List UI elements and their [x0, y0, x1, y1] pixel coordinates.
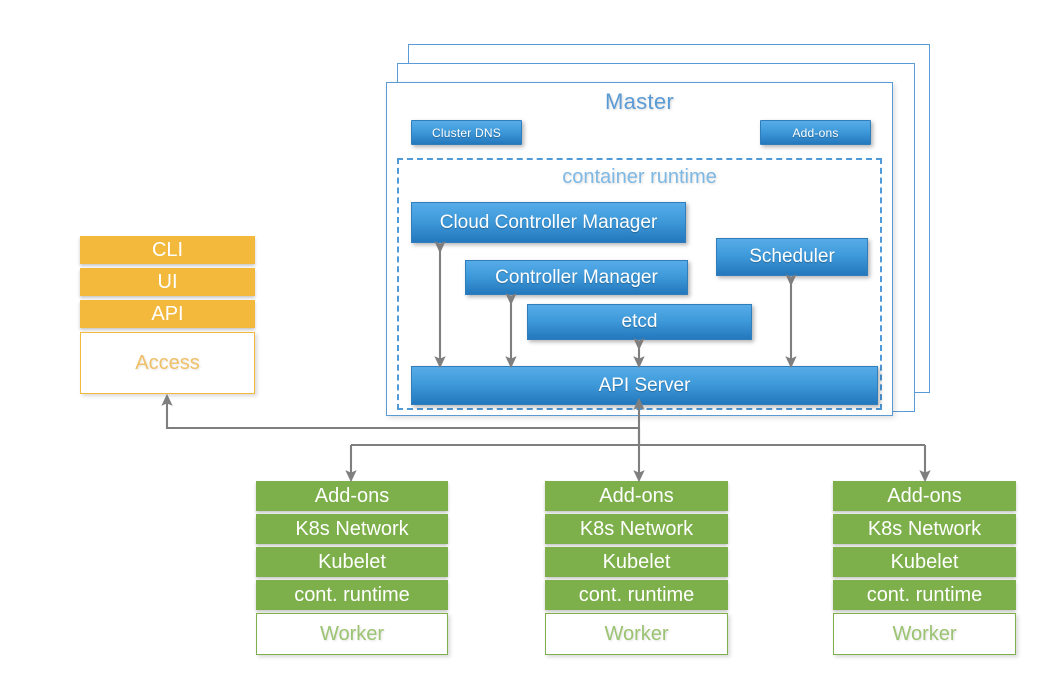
box-etcd[interactable]: etcd	[527, 304, 752, 340]
access-layer-ui[interactable]: UI	[80, 268, 255, 296]
box-controller-manager[interactable]: Controller Manager	[465, 260, 688, 295]
access-layer-api[interactable]: API	[80, 300, 255, 328]
access-footer: Access	[80, 332, 255, 394]
worker-2-layer-kubelet[interactable]: Kubelet	[545, 547, 728, 577]
container-runtime-label: container runtime	[562, 166, 717, 188]
access-layer-cli[interactable]: CLI	[80, 236, 255, 264]
worker-1-layer-kubelet[interactable]: Kubelet	[256, 547, 448, 577]
worker-2-layer-k8s-network[interactable]: K8s Network	[545, 514, 728, 544]
worker-1-layer-cont-runtime[interactable]: cont. runtime	[256, 580, 448, 610]
worker-3-layer-add-ons[interactable]: Add-ons	[833, 481, 1016, 511]
worker-2-footer: Worker	[545, 613, 728, 655]
worker-3-layer-k8s-network[interactable]: K8s Network	[833, 514, 1016, 544]
worker-2-layer-add-ons[interactable]: Add-ons	[545, 481, 728, 511]
worker-1-layer-add-ons[interactable]: Add-ons	[256, 481, 448, 511]
box-cloud-controller-manager[interactable]: Cloud Controller Manager	[411, 202, 686, 243]
worker-1-footer: Worker	[256, 613, 448, 655]
chip-master-add-ons[interactable]: Add-ons	[760, 120, 871, 145]
box-scheduler[interactable]: Scheduler	[716, 238, 868, 276]
master-title: Master	[604, 89, 675, 114]
chip-cluster-dns[interactable]: Cluster DNS	[411, 120, 522, 145]
worker-1-layer-k8s-network[interactable]: K8s Network	[256, 514, 448, 544]
box-api-server[interactable]: API Server	[411, 366, 878, 405]
worker-3-footer: Worker	[833, 613, 1016, 655]
worker-3-layer-kubelet[interactable]: Kubelet	[833, 547, 1016, 577]
worker-3-layer-cont-runtime[interactable]: cont. runtime	[833, 580, 1016, 610]
worker-2-layer-cont-runtime[interactable]: cont. runtime	[545, 580, 728, 610]
